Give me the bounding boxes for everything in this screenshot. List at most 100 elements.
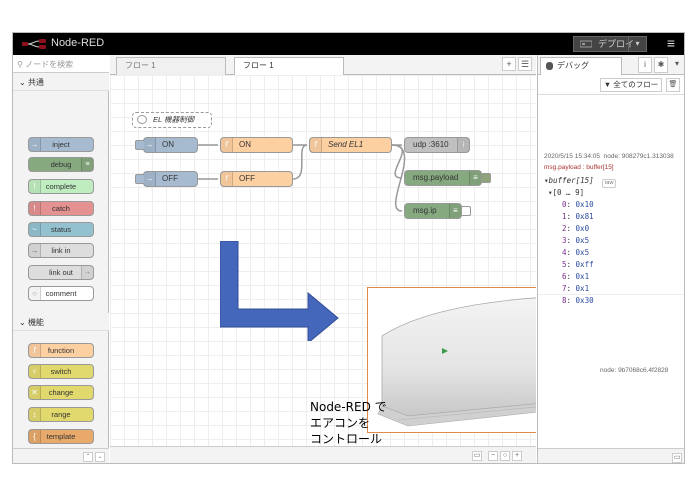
palette-node-comment[interactable]: ○ comment [28,286,94,301]
tree-item: 8: 0x30 [562,296,594,305]
comment-node-el-control[interactable]: EL 機器制御 [132,112,212,128]
zoom-reset-icon[interactable]: ○ [500,451,510,461]
tree-range[interactable]: ▾[0 … 9] [548,188,585,197]
search-icon: ⚲ [17,60,26,69]
comment-text: EL 機器制御 [153,115,195,124]
palette-search-input[interactable]: ⚲ ノードを検索 [13,55,109,73]
debug-node-ip[interactable]: msg.ip ≡ [404,203,471,219]
tab-flow-1[interactable]: フロー 1 [116,57,226,75]
node-label: msg.ip [413,206,437,215]
tab-flow-1-active[interactable]: フロー 1 [234,57,344,76]
message-node-id: node: 9b7068c6.4f2828 [600,367,669,374]
palette-node-debug[interactable]: debug ≡ [28,157,94,172]
wire-send-to-payload [391,144,404,179]
tab-label: フロー 1 [243,61,274,70]
palette-node-link-out[interactable]: link out → [28,265,94,280]
palette-node-label: range [51,410,71,419]
range-icon: ↕ [29,408,41,421]
caption-text: Node-RED で エアコンを コントロール [310,400,387,446]
palette-node-change[interactable]: ✕ change [28,385,94,400]
inject-trigger-button[interactable] [135,174,144,184]
inject-trigger-button[interactable] [135,140,144,150]
palette-node-function[interactable]: f function [28,343,94,358]
palette-node-switch[interactable]: ⑂ switch [28,364,94,379]
raw-toggle-button[interactable]: raw [602,179,616,188]
navigator-icon[interactable]: ▭ [472,451,482,461]
chevron-down-icon: ⌄ [19,318,28,327]
node-label: udp :3610 [413,140,449,149]
filter-icon: ▼ [603,80,614,89]
expand-all-icon[interactable]: ⌄ [95,452,105,462]
debug-toggle-button[interactable] [482,173,491,183]
workspace: フロー 1 フロー 1 + ☰ EL 機器制御 → [110,55,536,463]
exclamation-icon: ! [29,202,41,215]
monitor-icon[interactable]: ▭ [672,453,682,463]
message-node-id: node: 908279c1.313038 [603,153,674,160]
inject-node-on[interactable]: → ON [135,137,198,153]
tree-item: 5: 0xff [562,260,594,269]
category-label: 機能 [27,318,44,327]
debug-message: node: 9b7068c6.4f2828 [538,295,684,374]
palette-node-link-in[interactable]: → link in [28,243,94,258]
node-palette: ⚲ ノードを検索 ⌄ 共通 → inject debug ≡ ! complet… [13,55,109,463]
info-icon[interactable]: i [638,57,652,73]
palette-node-template[interactable]: { template [28,429,94,444]
node-label: msg.payload [413,173,459,182]
debug-toggle-button[interactable] [462,206,471,216]
inject-node-off[interactable]: → OFF [135,171,198,187]
tab-debug[interactable]: デバッグ [540,57,622,76]
palette-node-label: change [48,388,74,397]
palette-node-inject[interactable]: → inject [28,137,94,152]
trash-icon[interactable]: 🗑 [666,78,680,92]
sidebar-tab-bar: デバッグ i ✱ ▾ [538,55,684,76]
function-icon: f [221,172,233,186]
node-label: Send EL1 [328,140,364,149]
debug-node-payload[interactable]: msg.payload ≡ [404,170,491,186]
udp-out-node[interactable]: udp :3610 ⁝ [404,137,470,153]
filter-label: 全てのフロー [613,80,659,89]
function-node-off[interactable]: f OFF [220,171,293,187]
palette-node-range[interactable]: ↕ range [28,407,94,422]
deploy-button[interactable]: デプロイ ▾ [573,36,647,52]
function-node-send-el1[interactable]: f Send EL1 [309,137,392,153]
category-label: 共通 [27,78,44,87]
flow-tab-bar: フロー 1 フロー 1 + ☰ [110,55,536,76]
link-arrow-icon: → [81,266,93,279]
speech-bubble-icon [137,115,147,124]
filter-flows-button[interactable]: ▼ 全てのフロー [600,78,662,92]
node-label: ON [162,140,174,149]
deploy-icon [580,40,592,48]
main-menu-icon[interactable]: ≡ [666,35,676,51]
bug-tab-icon[interactable]: ✱ [654,57,668,73]
palette-footer: ⌃ ⌄ [13,448,109,463]
wire-off-function-to-send [292,144,308,180]
zoom-in-icon[interactable]: + [512,451,522,461]
palette-node-label: link in [51,246,71,255]
category-function-header[interactable]: ⌄ 機能 [13,313,109,331]
function-node-on[interactable]: f ON [220,137,293,153]
deploy-dropdown-icon[interactable]: ▾ [628,37,646,51]
workspace-footer: − ○ + ▭ [110,446,536,463]
timestamp-text: 2020/5/15 15:34:05 [544,153,601,160]
node-red-window: Node-RED デプロイ ▾ ≡ ⚲ ノードを検索 ⌄ 共通 → inject… [12,32,685,464]
palette-node-status[interactable]: ~ status [28,222,94,237]
chevron-down-icon: ⌄ [19,78,28,87]
sidebar-footer: ▭ [538,448,684,463]
chevron-down-icon[interactable]: ▾ [674,59,679,68]
tree-root[interactable]: ▾buffer[15] [544,176,594,185]
category-common-header[interactable]: ⌄ 共通 [13,73,109,91]
palette-node-label: complete [45,182,77,191]
node-label: ON [239,140,251,149]
brace-icon: { [29,430,41,443]
palette-node-catch[interactable]: ! catch [28,201,94,216]
palette-node-label: template [46,432,76,441]
tree-item: 0: 0x10 [562,200,594,209]
add-flow-icon[interactable]: + [502,57,516,71]
shuffle-icon: ✕ [29,386,41,399]
flow-canvas[interactable]: EL 機器制御 → ON f ON → OFF f OFF [110,75,536,446]
palette-node-complete[interactable]: ! complete [28,179,94,194]
zoom-out-icon[interactable]: − [488,451,498,461]
collapse-all-icon[interactable]: ⌃ [83,452,93,462]
tab-label: デバッグ [557,61,589,70]
list-flows-icon[interactable]: ☰ [518,57,532,71]
